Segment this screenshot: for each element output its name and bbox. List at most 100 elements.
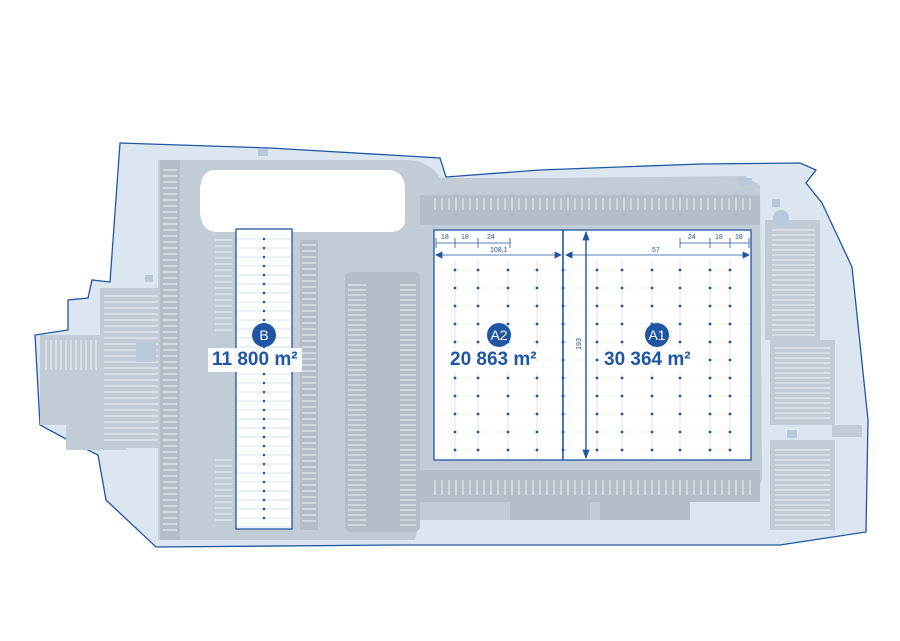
column-dot xyxy=(262,480,266,484)
column-dot xyxy=(453,322,457,326)
column-dot xyxy=(453,394,457,398)
building-a2-area: 20 863 m² xyxy=(446,348,541,372)
column-dot xyxy=(595,286,599,290)
building-a1-area: 30 364 m² xyxy=(600,348,695,372)
column-dot xyxy=(728,340,732,344)
column-dot xyxy=(595,340,599,344)
column-dot xyxy=(262,246,266,250)
column-dot xyxy=(650,430,654,434)
building-b-area: 11 800 m² xyxy=(208,348,302,372)
column-dot xyxy=(262,381,266,385)
column-dot xyxy=(678,304,682,308)
column-dot xyxy=(595,322,599,326)
column-dot xyxy=(506,376,510,380)
column-dot xyxy=(476,340,480,344)
column-dot xyxy=(262,390,266,394)
column-dot xyxy=(535,430,539,434)
column-dot xyxy=(678,340,682,344)
column-dot xyxy=(620,376,624,380)
column-dot xyxy=(262,318,266,322)
column-dot xyxy=(262,417,266,421)
column-dot xyxy=(476,376,480,380)
column-dot xyxy=(678,394,682,398)
column-dot xyxy=(535,304,539,308)
column-dot xyxy=(595,268,599,272)
column-dot xyxy=(262,489,266,493)
column-dot xyxy=(262,516,266,520)
dimension-a2-bay-1: 18 xyxy=(441,234,449,241)
column-dot xyxy=(476,430,480,434)
column-dot xyxy=(453,340,457,344)
column-dot xyxy=(650,412,654,416)
column-dot xyxy=(262,264,266,268)
parking-stripes xyxy=(45,169,830,531)
courtyard xyxy=(200,170,405,232)
column-dot xyxy=(262,291,266,295)
building-b-badge: B xyxy=(252,323,276,347)
building-a1-badge: A1 xyxy=(645,323,669,347)
column-dot xyxy=(678,376,682,380)
column-dot xyxy=(728,412,732,416)
column-dot xyxy=(620,430,624,434)
column-dot xyxy=(262,444,266,448)
column-dot xyxy=(453,430,457,434)
column-dot xyxy=(262,507,266,511)
column-dot xyxy=(506,268,510,272)
driveways xyxy=(160,160,760,540)
column-dot xyxy=(476,286,480,290)
column-dot xyxy=(476,412,480,416)
column-dot xyxy=(506,286,510,290)
column-dot xyxy=(262,282,266,286)
column-dot xyxy=(708,340,712,344)
column-dot xyxy=(453,412,457,416)
column-dot xyxy=(535,394,539,398)
column-dot xyxy=(728,430,732,434)
column-dot xyxy=(728,322,732,326)
column-dot xyxy=(262,408,266,412)
column-dot xyxy=(535,322,539,326)
column-dot xyxy=(262,453,266,457)
column-dot xyxy=(262,273,266,277)
column-dot xyxy=(620,286,624,290)
ancillary-structures xyxy=(136,149,797,438)
column-dot xyxy=(708,430,712,434)
dimension-a1-bay-3: 18 xyxy=(735,234,743,241)
column-dot xyxy=(506,412,510,416)
column-dot xyxy=(595,430,599,434)
column-dot xyxy=(620,394,624,398)
column-dot xyxy=(506,304,510,308)
column-dot xyxy=(476,448,480,452)
column-dot xyxy=(535,286,539,290)
column-dot xyxy=(678,448,682,452)
column-dot xyxy=(476,268,480,272)
column-dot xyxy=(620,304,624,308)
column-dot xyxy=(678,322,682,326)
column-dot xyxy=(453,286,457,290)
building-a-grid xyxy=(435,230,750,460)
column-dot xyxy=(262,471,266,475)
column-dot xyxy=(262,300,266,304)
column-dot xyxy=(262,426,266,430)
column-dot xyxy=(650,268,654,272)
column-dot xyxy=(728,376,732,380)
dimension-a1-width: 57 xyxy=(652,247,660,254)
column-dot xyxy=(708,268,712,272)
dimension-depth: 193 xyxy=(575,338,583,350)
column-dot xyxy=(595,358,599,362)
column-dot xyxy=(262,237,266,241)
column-dot xyxy=(476,394,480,398)
column-dot xyxy=(262,498,266,502)
column-dot xyxy=(620,340,624,344)
column-dot xyxy=(453,376,457,380)
column-dot xyxy=(535,268,539,272)
dimension-a1-bay-2: 18 xyxy=(715,234,723,241)
column-dot xyxy=(678,412,682,416)
column-dot xyxy=(650,448,654,452)
column-dot xyxy=(708,358,712,362)
dimension-a2-width: 108,1 xyxy=(490,247,508,254)
column-dot xyxy=(506,430,510,434)
column-dot xyxy=(708,322,712,326)
column-dot xyxy=(678,268,682,272)
column-dot xyxy=(708,376,712,380)
column-dot xyxy=(620,322,624,326)
